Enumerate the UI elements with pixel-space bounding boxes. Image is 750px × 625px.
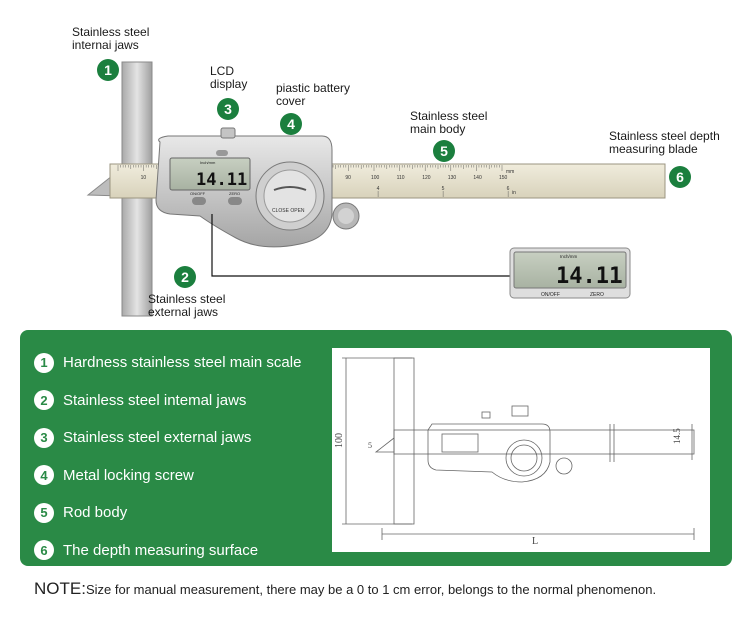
feature-panel: 1 Hardness stainless steel main scale 2 … bbox=[20, 330, 732, 566]
inch-tick-label: 5 bbox=[442, 186, 445, 192]
battery-cover-label: CLOSE OPEN bbox=[272, 208, 305, 214]
callout-number-1: 1 bbox=[97, 59, 119, 81]
on-off-button[interactable] bbox=[192, 197, 206, 205]
scale-tick-label: 90 bbox=[345, 175, 351, 181]
feature-list: 1 Hardness stainless steel main scale 2 … bbox=[34, 344, 334, 569]
lcd-zoom-unit: mm bbox=[614, 279, 622, 285]
thumb-wheel[interactable] bbox=[332, 202, 360, 230]
note-text: Size for manual measurement, there may b… bbox=[85, 582, 657, 597]
feature-number: 1 bbox=[34, 352, 54, 373]
technical-drawing-box: 100 5 14.5 L bbox=[332, 348, 710, 552]
callout-number-2: 2 bbox=[174, 266, 196, 288]
scale-tick-label: 10 bbox=[141, 175, 147, 181]
callout-number-4: 4 bbox=[280, 113, 302, 135]
caliper-photo: 1020304050607080901001101201301401501234… bbox=[86, 61, 666, 317]
lcd-zoom-on-off: ON/OFF bbox=[541, 292, 560, 298]
feature-item: 1 Hardness stainless steel main scale bbox=[34, 344, 334, 382]
callout-lcd-label: LCD display bbox=[210, 65, 247, 91]
lcd-unit: mm bbox=[239, 181, 246, 186]
dim-height: 100 bbox=[334, 433, 345, 448]
scale-unit-in: in bbox=[512, 190, 516, 196]
on-off-label: ON/OFF bbox=[190, 191, 206, 196]
feature-item: 3 Stainless steel external jaws bbox=[34, 419, 334, 457]
lcd-reading: 14.11 bbox=[196, 170, 247, 190]
callout-4-line-2: cover bbox=[276, 94, 306, 108]
dim-thickness: 14.5 bbox=[672, 428, 682, 444]
feature-label: Rod body bbox=[63, 504, 128, 522]
feature-number: 3 bbox=[34, 427, 54, 448]
feature-label: Hardness stainless steel main scale bbox=[63, 354, 302, 372]
feature-label: Stainless steel external jaws bbox=[63, 429, 252, 447]
dim-length: L bbox=[532, 536, 538, 547]
feature-number: 6 bbox=[34, 540, 54, 561]
feature-item: 6 The depth measuring surface bbox=[34, 532, 334, 570]
scale-unit-mm: mm bbox=[506, 169, 514, 175]
inch-tick-label: 6 bbox=[507, 186, 510, 192]
callout-6-line-1: Stainless steel depth bbox=[609, 129, 720, 143]
callout-number-6: 6 bbox=[669, 166, 691, 188]
scale-tick-label: 140 bbox=[473, 175, 482, 181]
callout-external-jaws-label: Stainless steel external jaws bbox=[148, 293, 225, 319]
scale-tick-label: 100 bbox=[371, 175, 380, 181]
lcd-zoom-unit-label: Inch/mm bbox=[560, 254, 578, 259]
note: NOTE:Size for manual measurement, there … bbox=[34, 579, 656, 599]
callout-4-line-1: piastic battery bbox=[276, 81, 351, 95]
callout-3-line-2: display bbox=[210, 77, 248, 91]
scale-tick-label: 110 bbox=[397, 175, 405, 181]
dim-jaw: 5 bbox=[368, 441, 372, 450]
technical-drawing: 100 5 14.5 L bbox=[334, 357, 695, 547]
scale-tick-label: 120 bbox=[422, 175, 431, 181]
note-head: NOTE: bbox=[34, 579, 86, 598]
callout-5-line-1: Stainless steel bbox=[410, 109, 488, 123]
caliper-head: Inch/mm 14.11 mm ON/OFF ZERO CLOSE OPEN bbox=[155, 127, 360, 248]
callout-2-line-2: external jaws bbox=[148, 305, 219, 319]
feature-item: 4 Metal locking screw bbox=[34, 457, 334, 495]
zero-label: ZERO bbox=[229, 191, 240, 196]
callout-3-line-1: LCD bbox=[210, 64, 235, 78]
feature-number: 2 bbox=[34, 390, 54, 411]
callout-number-3: 3 bbox=[217, 98, 239, 120]
callout-5-line-2: main body bbox=[410, 122, 466, 136]
callout-number-5: 5 bbox=[433, 140, 455, 162]
feature-item: 5 Rod body bbox=[34, 494, 334, 532]
locking-screw[interactable] bbox=[220, 127, 236, 139]
feature-label: The depth measuring surface bbox=[63, 541, 259, 559]
lcd-zoom: Inch/mm 14.11 mm ON/OFF ZERO bbox=[509, 247, 631, 299]
lcd-unit-label: Inch/mm bbox=[200, 160, 216, 165]
lcd-zoom-zero: ZERO bbox=[590, 292, 604, 298]
callout-1-line-2: internai jaws bbox=[72, 38, 139, 52]
feature-label: Stainless steel intemal jaws bbox=[63, 391, 247, 409]
feature-number: 5 bbox=[34, 502, 54, 523]
callout-battery-label: piastic battery cover bbox=[276, 82, 350, 108]
feature-item: 2 Stainless steel intemal jaws bbox=[34, 382, 334, 420]
inch-tick-label: 4 bbox=[377, 186, 380, 192]
zoom-connector-line bbox=[211, 214, 512, 277]
feature-number: 4 bbox=[34, 465, 54, 486]
scale-tick-label: 130 bbox=[448, 175, 457, 181]
callout-6-line-2: measuring blade bbox=[609, 142, 698, 156]
callout-internal-jaws-label: Stainless steel internai jaws bbox=[72, 26, 149, 52]
callout-2-line-1: Stainless steel bbox=[148, 292, 226, 306]
callout-1-line-1: Stainless steel bbox=[72, 25, 150, 39]
callout-main-body-label: Stainless steel main body bbox=[410, 110, 487, 136]
feature-label: Metal locking screw bbox=[63, 466, 194, 484]
lcd-zoom-reading: 14.11 bbox=[556, 264, 622, 289]
zero-button[interactable] bbox=[228, 197, 242, 205]
scale-tick-label: 150 bbox=[499, 175, 508, 181]
lcd-display bbox=[169, 157, 251, 191]
callout-depth-blade-label: Stainless steel depth measuring blade bbox=[609, 130, 720, 156]
battery-cover[interactable]: CLOSE OPEN bbox=[255, 161, 325, 231]
